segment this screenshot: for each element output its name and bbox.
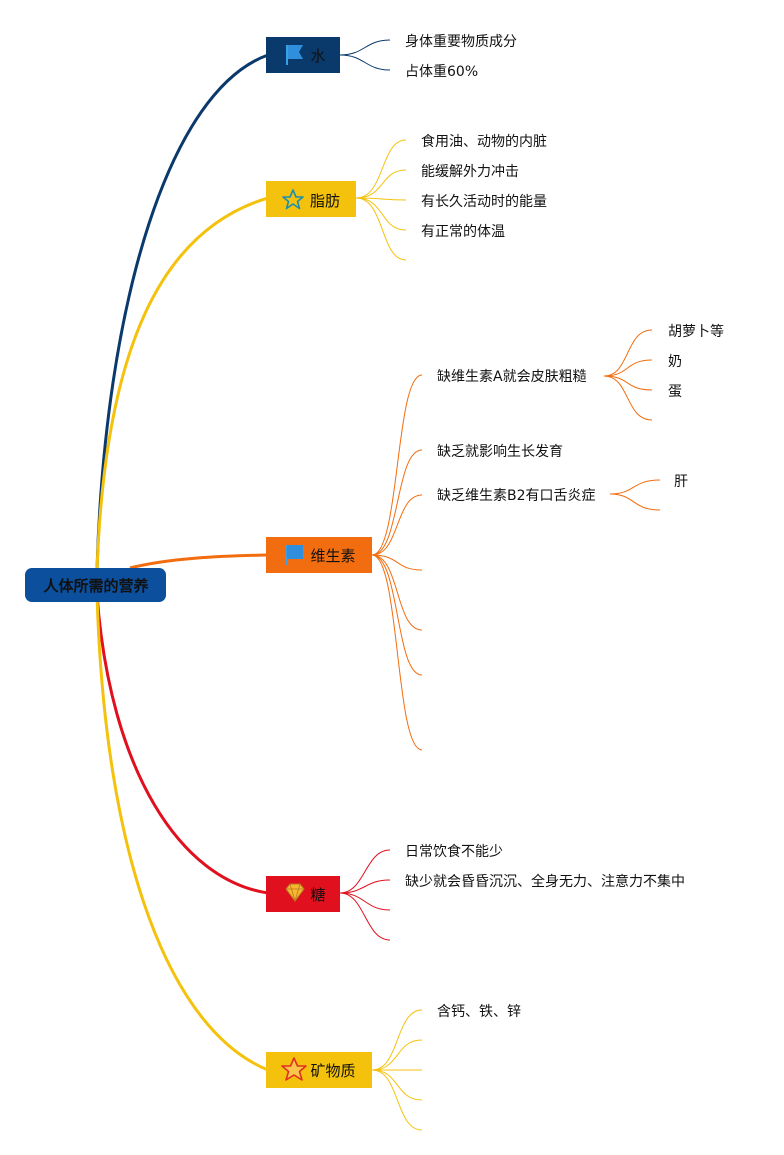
- node-fat[interactable]: 脂肪: [266, 181, 356, 217]
- mineral-leaf-1[interactable]: 含钙、铁、锌: [437, 1004, 521, 1020]
- fat-leaf-lines: [355, 139, 407, 261]
- branch-line-mineral: [95, 594, 269, 1072]
- sugar-leaf-lines: [339, 849, 391, 941]
- vitamin-b2-child-1[interactable]: 肝: [674, 474, 688, 490]
- node-water[interactable]: 水: [266, 37, 340, 73]
- fat-leaf-1[interactable]: 食用油、动物的内脏: [421, 133, 547, 150]
- root-label: 人体所需的营养: [43, 577, 149, 595]
- node-sugar-label: 糖: [310, 886, 325, 904]
- star-icon: [281, 1057, 307, 1081]
- vitamin-a-child-2[interactable]: 奶: [668, 354, 682, 370]
- star-icon: [282, 189, 304, 210]
- water-leaf-1[interactable]: 身体重要物质成分: [405, 34, 517, 50]
- vitamin-leaf-1[interactable]: 缺维生素A就会皮肤粗糙: [437, 369, 587, 385]
- node-vitamin-label: 维生素: [310, 547, 355, 565]
- vitamin-a-child-1[interactable]: 胡萝卜等: [668, 323, 724, 340]
- node-sugar[interactable]: 糖: [266, 876, 340, 912]
- vitamin-a-child-3[interactable]: 蛋: [668, 384, 682, 400]
- node-mineral[interactable]: 矿物质: [266, 1052, 372, 1088]
- mineral-leaf-lines: [371, 1009, 423, 1131]
- fat-leaf-4[interactable]: 有正常的体温: [421, 224, 505, 240]
- vitamin-leaf-lines: [371, 329, 661, 751]
- node-vitamin[interactable]: 维生素: [266, 537, 372, 573]
- root-node[interactable]: 人体所需的营养: [25, 568, 166, 602]
- water-leaf-lines: [339, 39, 391, 71]
- fat-leaf-2[interactable]: 能缓解外力冲击: [421, 164, 519, 180]
- sugar-leaf-1[interactable]: 日常饮食不能少: [405, 843, 503, 860]
- vitamin-leaf-3[interactable]: 缺乏维生素B2有口舌炎症: [437, 488, 596, 504]
- flag-icon: [285, 545, 303, 565]
- water-leaf-2[interactable]: 占体重60%: [405, 64, 478, 80]
- diamond-icon: [285, 883, 305, 903]
- branch-line-water: [95, 53, 269, 571]
- fat-leaf-3[interactable]: 有长久活动时的能量: [421, 194, 547, 210]
- sugar-leaf-2[interactable]: 缺少就会昏昏沉沉、全身无力、注意力不集中: [405, 873, 685, 890]
- branch-line-vitamin: [129, 553, 269, 570]
- flag-icon: [286, 45, 303, 65]
- node-mineral-label: 矿物质: [310, 1062, 355, 1080]
- vitamin-leaf-2[interactable]: 缺乏就影响生长发育: [437, 444, 563, 460]
- branch-line-fat: [95, 196, 269, 571]
- node-water-label: 水: [310, 47, 325, 65]
- node-fat-label: 脂肪: [310, 192, 340, 210]
- branch-line-sugar: [95, 594, 269, 895]
